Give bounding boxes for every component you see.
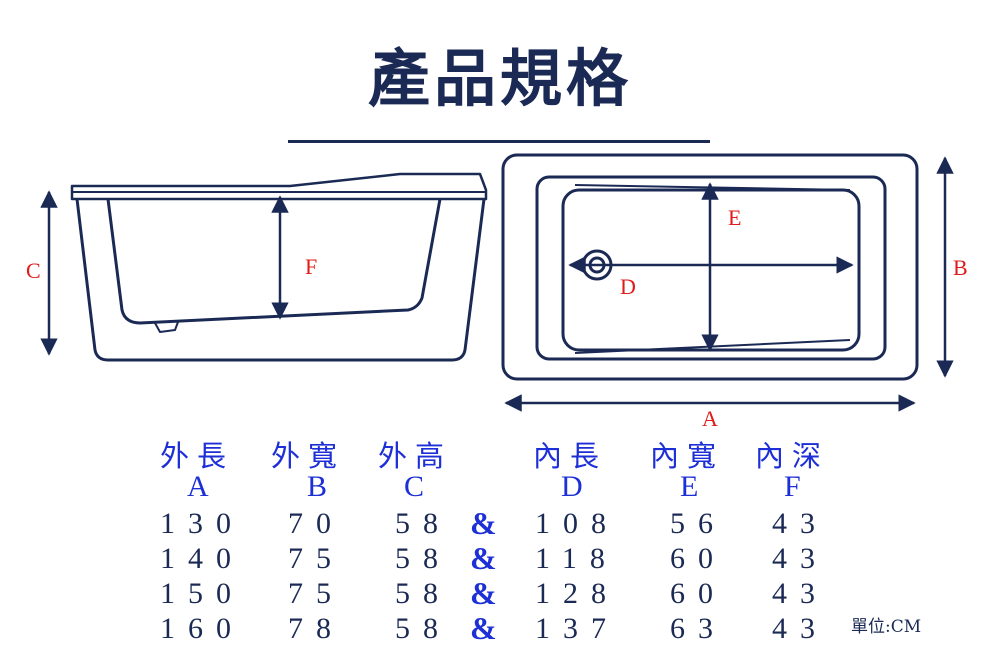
ampersand-separator: &: [470, 540, 497, 576]
col-code-c: C: [404, 470, 425, 503]
header-inner-depth: 內深: [755, 439, 830, 473]
title-underline: [288, 140, 710, 143]
cell-f: 43: [772, 612, 828, 645]
cell-e: 56: [670, 507, 726, 540]
cell-b: 78: [288, 612, 344, 645]
header-outer-height: 外高: [378, 439, 453, 473]
cell-e: 60: [670, 542, 726, 575]
cell-a: 130: [160, 507, 244, 540]
cell-b: 70: [288, 507, 344, 540]
header-outer-width: 外寬: [271, 439, 346, 473]
cell-f: 43: [772, 577, 828, 610]
cell-f: 43: [772, 542, 828, 575]
cell-e: 63: [670, 612, 726, 645]
ampersand-separator: &: [470, 575, 497, 611]
ampersand-separator: &: [470, 505, 497, 541]
col-code-f: F: [784, 470, 801, 503]
ampersand-separator: &: [470, 610, 497, 646]
dim-label-f: F: [305, 254, 318, 279]
cell-c: 58: [395, 542, 451, 575]
cell-c: 58: [395, 612, 451, 645]
cell-b: 75: [288, 577, 344, 610]
cell-d: 118: [535, 542, 618, 575]
col-code-b: B: [307, 470, 328, 503]
header-inner-width: 內寬: [650, 439, 725, 473]
cell-b: 75: [288, 542, 344, 575]
cell-e: 60: [670, 577, 726, 610]
cell-d: 137: [535, 612, 619, 645]
page-title: 產品規格: [367, 42, 632, 115]
cell-a: 150: [160, 577, 244, 610]
col-code-d: D: [561, 470, 583, 503]
dim-label-a: A: [702, 406, 718, 431]
cell-a: 160: [160, 612, 244, 645]
cell-d: 108: [535, 507, 619, 540]
cell-c: 58: [395, 507, 451, 540]
header-inner-length: 內長: [533, 439, 608, 473]
dim-label-d: D: [620, 274, 636, 299]
header-outer-length: 外長: [160, 439, 235, 473]
dim-label-e: E: [728, 205, 742, 230]
cell-d: 128: [535, 577, 619, 610]
cell-a: 140: [160, 542, 244, 575]
dim-label-b: B: [953, 255, 968, 280]
cell-f: 43: [772, 507, 828, 540]
unit-label: 單位:CM: [851, 617, 922, 637]
col-code-a: A: [187, 470, 209, 503]
cell-c: 58: [395, 577, 451, 610]
col-code-e: E: [680, 470, 699, 503]
dim-label-c: C: [26, 258, 41, 283]
